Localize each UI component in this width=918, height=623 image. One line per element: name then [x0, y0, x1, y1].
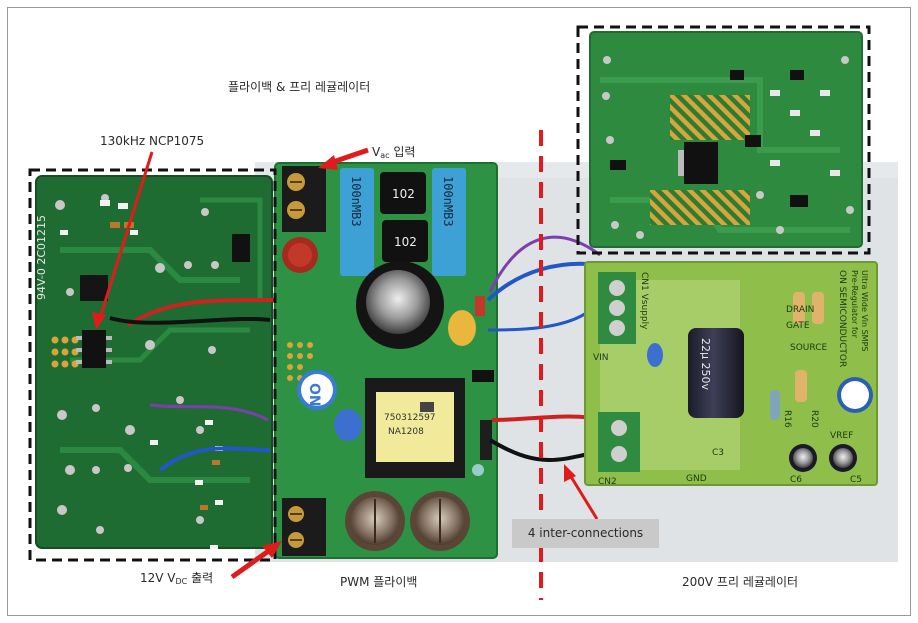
svg-text:C3: C3 — [712, 448, 724, 458]
svg-text:R20: R20 — [809, 410, 819, 428]
inductor-102-a — [380, 172, 426, 214]
svg-text:750312597: 750312597 — [384, 413, 436, 423]
svg-text:SOURCE: SOURCE — [790, 343, 827, 353]
label-out-tail: 출력 — [187, 571, 214, 585]
svg-text:22μ 250v: 22μ 250v — [699, 338, 712, 390]
ac-input-terminal — [282, 166, 326, 232]
label-vac-tail: 입력 — [389, 145, 416, 159]
label-200v-preregulator: 200V 프리 레귤레이터 — [682, 575, 799, 589]
svg-text:DRAIN: DRAIN — [786, 305, 814, 315]
label-vac-input: Vac 입력 — [372, 143, 415, 160]
bottom-board-dashed-box — [576, 25, 871, 255]
flyback-board: 94V-0 2C01215 — [35, 175, 276, 549]
label-vac-main: V — [372, 145, 381, 159]
hatched-pad-top — [670, 95, 750, 140]
label-out-sub: DC — [175, 577, 188, 586]
label-pwm-flyback: PWM 플라이백 — [340, 575, 418, 589]
svg-text:NA1208: NA1208 — [388, 427, 424, 437]
svg-text:102: 102 — [392, 187, 415, 201]
svg-text:Pre-Regulator for: Pre-Regulator for — [850, 270, 859, 339]
svg-text:C5: C5 — [850, 475, 862, 485]
label-12v-output: 12V VDC 출력 — [140, 569, 213, 586]
flyback-dashed-box — [28, 168, 277, 562]
label-out-main: 12V V — [140, 571, 176, 585]
label-flyback-preregulator: 플라이백 & 프리 레귤레이터 — [228, 80, 371, 94]
svg-text:ON: ON — [306, 383, 322, 407]
ncp1075-chip — [82, 330, 106, 368]
svg-text:102: 102 — [394, 235, 417, 249]
svg-text:Ultra Wide Vin SMPS: Ultra Wide Vin SMPS — [860, 270, 869, 351]
board-id-text: 94V-0 2C01215 — [35, 215, 48, 300]
svg-text:GATE: GATE — [786, 321, 810, 331]
arrow-vac-input — [318, 147, 369, 170]
svg-text:VREF: VREF — [830, 431, 853, 441]
bottom-side-board — [589, 31, 863, 248]
svg-text:100nMB3: 100nMB3 — [349, 176, 363, 227]
hatched-pad-bottom — [650, 190, 750, 225]
x-capacitor-a — [340, 168, 374, 276]
svg-text:VIN: VIN — [593, 353, 609, 363]
pre-regulator-board: 22μ 250v CN1 Vsupply VIN CN2 DRAIN GATE … — [584, 261, 878, 487]
arrow-inter-connections — [564, 464, 599, 520]
electrolytic-capacitor — [688, 328, 744, 418]
pwm-board: 100nMB3 100nMB3 102 102 ON 750312597 NA1… — [274, 162, 498, 559]
dc-output-terminal — [282, 498, 326, 556]
arrow-ncp — [92, 151, 154, 330]
svg-text:GND: GND — [686, 474, 707, 484]
inductor-102-b — [382, 220, 428, 262]
label-inter-connections: 4 inter-connections — [512, 519, 659, 548]
svg-text:CN1 Vsupply: CN1 Vsupply — [639, 272, 649, 330]
x-capacitor-b — [432, 168, 466, 276]
svg-text:CN2: CN2 — [598, 477, 617, 487]
arrow-dc-output — [230, 541, 282, 580]
svg-text:100nMB3: 100nMB3 — [441, 176, 455, 227]
label-ncp1075: 130kHz NCP1075 — [100, 134, 205, 148]
label-vac-sub: ac — [380, 151, 390, 160]
svg-text:ON SEMICONDUCTOR: ON SEMICONDUCTOR — [837, 270, 847, 367]
svg-text:R16: R16 — [782, 410, 792, 428]
svg-text:C6: C6 — [790, 475, 802, 485]
